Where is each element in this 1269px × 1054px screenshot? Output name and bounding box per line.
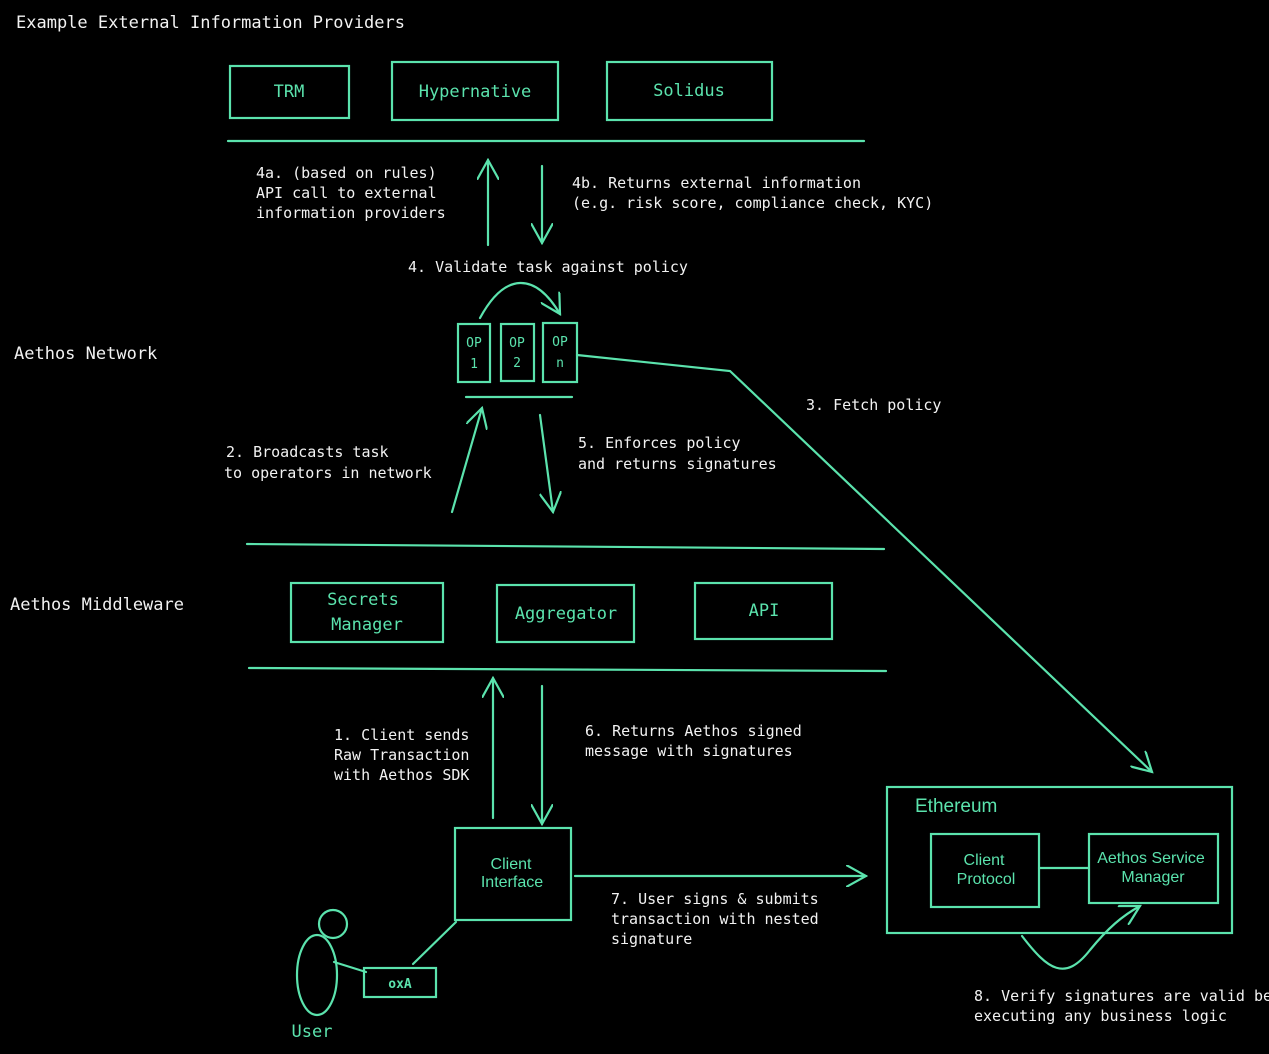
- ethereum-title: Ethereum: [915, 796, 997, 817]
- step-4b-label: 4b. Returns external information (e.g. r…: [572, 174, 933, 212]
- step-7-label: 7. User signs & submits transaction with…: [611, 890, 828, 948]
- svg-text:n: n: [556, 356, 564, 371]
- svg-text:OP: OP: [552, 335, 568, 350]
- section-network-title: Aethos Network: [14, 344, 157, 364]
- middleware-top-divider: [245, 542, 886, 551]
- user-label: User: [292, 1022, 333, 1042]
- arrow-3-fetch-policy: [575, 353, 1152, 772]
- secrets-manager-box: Secrets Manager: [289, 581, 445, 644]
- wallet-to-client-link: [411, 920, 458, 966]
- svg-text:Client: Client: [964, 852, 1005, 869]
- svg-text:Secrets: Secrets: [327, 590, 399, 610]
- client-protocol-box: Client Protocol: [929, 832, 1041, 909]
- client-interface-box: Client Interface: [453, 826, 573, 922]
- provider-trm-box: TRM: [228, 64, 351, 120]
- aggregator-box: Aggregator: [495, 583, 636, 644]
- svg-text:Interface: Interface: [481, 874, 543, 891]
- aethos-service-manager-box: Aethos Service Manager: [1087, 832, 1220, 905]
- operator-2-box: OP 2: [499, 322, 536, 383]
- svg-text:Client: Client: [491, 856, 532, 873]
- user-figure-icon: [295, 908, 368, 1017]
- wallet-box: oxA: [362, 966, 438, 999]
- svg-text:Manager: Manager: [1121, 869, 1185, 886]
- step-2-label: 2. Broadcasts task to operators in netwo…: [224, 443, 432, 482]
- provider-solidus-box: Solidus: [605, 60, 774, 122]
- svg-text:API: API: [749, 601, 780, 621]
- section-providers-title: Example External Information Providers: [16, 13, 405, 33]
- arrow-8-verify: [1020, 906, 1140, 970]
- validate-curve-arrow: [478, 281, 560, 320]
- wallet-label: oxA: [388, 977, 412, 992]
- step-8-label: 8. Verify signatures are valid before ex…: [974, 987, 1269, 1025]
- svg-text:Aggregator: Aggregator: [515, 604, 617, 624]
- ethereum-container: Ethereum: [885, 785, 1234, 935]
- svg-text:Aethos Service: Aethos Service: [1097, 850, 1205, 867]
- api-box: API: [693, 581, 834, 641]
- provider-hypernative-label: Hypernative: [419, 82, 532, 102]
- step-6-label: 6. Returns Aethos signed message with si…: [585, 722, 811, 760]
- step-3-label: 3. Fetch policy: [806, 396, 941, 414]
- step-4-label: 4. Validate task against policy: [408, 258, 688, 276]
- step-1-label: 1. Client sends Raw Transaction with Aet…: [334, 726, 479, 784]
- provider-hypernative-box: Hypernative: [390, 60, 560, 122]
- svg-text:1: 1: [470, 357, 478, 372]
- step-4a-label: 4a. (based on rules) API call to externa…: [256, 164, 446, 222]
- operator-1-box: OP 1: [456, 322, 492, 384]
- middleware-bottom-divider: [247, 666, 888, 673]
- arrow-2-broadcast: [450, 408, 482, 514]
- svg-text:2: 2: [513, 356, 521, 371]
- operator-n-box: OP n: [541, 321, 579, 384]
- step-5-label: 5. Enforces policy and returns signature…: [578, 434, 777, 473]
- svg-text:OP: OP: [509, 336, 525, 351]
- section-middleware-title: Aethos Middleware: [10, 595, 184, 615]
- svg-text:OP: OP: [466, 336, 482, 351]
- arrow-5-signatures: [538, 413, 553, 512]
- provider-trm-label: TRM: [274, 82, 305, 102]
- svg-text:Manager: Manager: [331, 615, 403, 635]
- svg-text:Protocol: Protocol: [957, 871, 1016, 888]
- provider-solidus-label: Solidus: [653, 81, 725, 101]
